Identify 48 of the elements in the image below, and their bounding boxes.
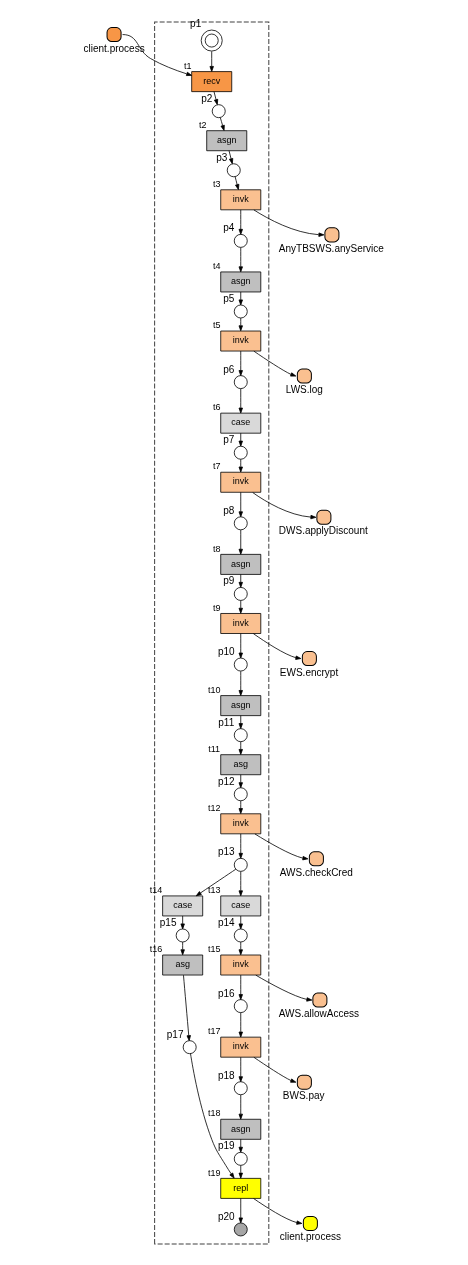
node-label: p18 bbox=[217, 1069, 235, 1081]
node-label: p8 bbox=[223, 504, 235, 516]
node-label: p9 bbox=[223, 574, 235, 586]
node-label: p6 bbox=[223, 363, 235, 375]
node-label: p20 bbox=[217, 1210, 235, 1222]
node-label: p16 bbox=[217, 987, 235, 999]
node-label: EWS.encrypt bbox=[279, 666, 339, 678]
node-label: AWS.checkCred bbox=[279, 866, 353, 878]
node-label: t4 bbox=[212, 260, 221, 271]
node-label: AWS.allowAccess bbox=[278, 1007, 360, 1019]
node-label: LWS.log bbox=[285, 383, 323, 395]
node-label: p11 bbox=[218, 716, 235, 728]
node-label: p3 bbox=[216, 151, 228, 163]
node-label: t15 bbox=[207, 943, 221, 954]
node-label: t19 bbox=[207, 1167, 221, 1178]
node-label: t8 bbox=[212, 543, 221, 554]
node-label: t6 bbox=[212, 401, 221, 412]
node-label: t14 bbox=[149, 884, 163, 895]
node-label: t2 bbox=[198, 119, 207, 130]
node-label: p19 bbox=[217, 1139, 235, 1151]
node-label: p10 bbox=[217, 645, 235, 657]
node-label: p14 bbox=[217, 916, 235, 928]
node-label: client.process bbox=[83, 42, 145, 54]
node-label: t17 bbox=[207, 1025, 221, 1036]
node-label: t12 bbox=[207, 802, 221, 813]
node-label: t1 bbox=[183, 60, 192, 71]
node-label: client.process bbox=[279, 1230, 341, 1242]
node-label: p2 bbox=[201, 92, 213, 104]
node-label: DWS.applyDiscount bbox=[278, 524, 368, 536]
node-label: t13 bbox=[207, 884, 221, 895]
node-label: p1 bbox=[190, 17, 202, 29]
node-label: t18 bbox=[207, 1107, 221, 1118]
node-label: p12 bbox=[217, 775, 235, 787]
node-label: p5 bbox=[223, 292, 235, 304]
node-label: AnyTBSWS.anyService bbox=[278, 242, 384, 254]
node-label: p7 bbox=[223, 433, 235, 445]
node-label: t9 bbox=[212, 602, 221, 613]
node-label: p4 bbox=[223, 221, 235, 233]
node-label: t5 bbox=[212, 319, 221, 330]
node-label: t16 bbox=[149, 943, 163, 954]
node-label: p17 bbox=[166, 1028, 184, 1040]
node-label: t3 bbox=[212, 178, 221, 189]
node-label: p13 bbox=[217, 845, 235, 857]
node-label: BWS.pay bbox=[282, 1089, 325, 1101]
node-label: t7 bbox=[212, 460, 221, 471]
node-label: t10 bbox=[207, 684, 221, 695]
node-label: p15 bbox=[159, 916, 177, 928]
node-label: t11 bbox=[208, 743, 221, 754]
